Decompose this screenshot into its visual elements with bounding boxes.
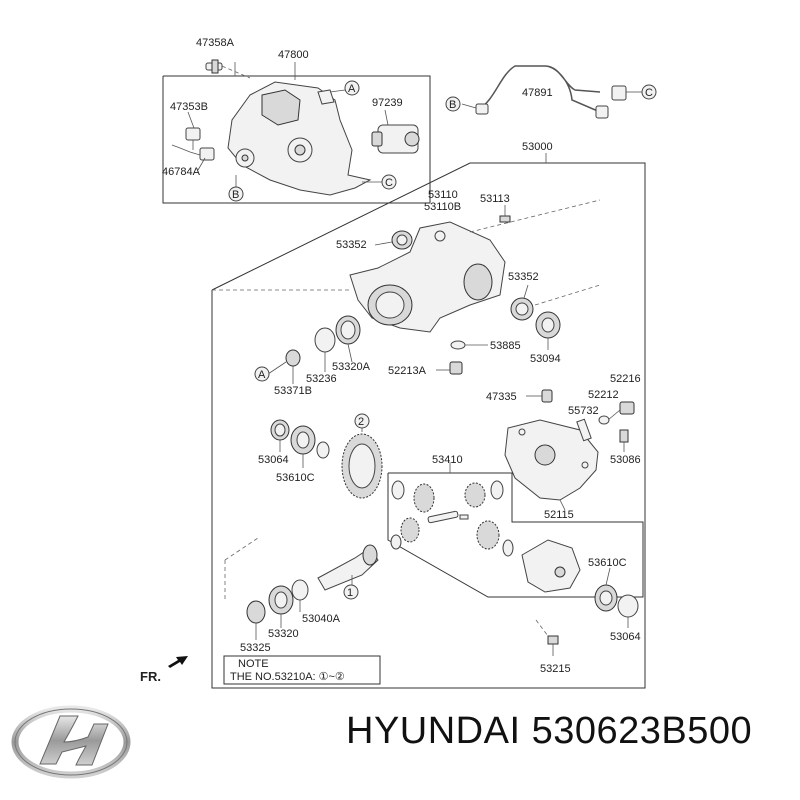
front-direction-marker: FR. <box>140 656 188 684</box>
callout-53885: 53885 <box>490 340 521 352</box>
assembly-marker-a: A <box>258 369 266 381</box>
harness-marker-b: B <box>449 99 456 111</box>
callout-53352-right: 53352 <box>508 271 539 283</box>
note-heading: NOTE <box>238 658 269 670</box>
callout-47800: 47800 <box>278 49 309 61</box>
callout-97239: 97239 <box>372 97 403 109</box>
callout-53110: 53110 <box>428 189 458 201</box>
sensor-47353B <box>185 127 201 150</box>
callout-47353B: 47353B <box>170 101 208 113</box>
connector-46784A <box>171 144 215 161</box>
callout-53000: 53000 <box>522 141 553 153</box>
front-arrow-icon <box>168 656 188 668</box>
harness-marker-c: C <box>645 87 653 99</box>
callout-53086: 53086 <box>610 454 641 466</box>
callout-47891: 47891 <box>522 87 553 99</box>
assembly-frame <box>211 162 646 689</box>
differential-case <box>521 539 581 593</box>
part-caption: HYUNDAI 530623B500 <box>346 710 753 752</box>
callout-52213A: 52213A <box>388 365 427 377</box>
wiring-harness-group: B C 47891 <box>445 65 657 119</box>
marker-b: B <box>232 189 239 201</box>
callout-53325: 53325 <box>240 642 271 654</box>
callout-52212: 52212 <box>588 389 619 401</box>
callout-53215: 53215 <box>540 663 571 675</box>
rear-differential-assembly: 53000 <box>211 141 646 689</box>
callout-46784A: 46784A <box>162 166 201 178</box>
callout-53371B: 53371B <box>274 385 312 397</box>
callout-55732: 55732 <box>568 405 599 417</box>
transfer-case-group: A B C 47358A 47800 47353B 97239 46784A <box>162 37 431 204</box>
marker-c: C <box>385 177 393 189</box>
callout-52115: 52115 <box>544 509 574 521</box>
callout-47335: 47335 <box>486 391 517 403</box>
callout-53040A: 53040A <box>302 613 341 625</box>
callout-53610C-left: 53610C <box>276 472 315 484</box>
callout-52216: 52216 <box>610 373 641 385</box>
callout-53410: 53410 <box>432 454 463 466</box>
transfer-case-frame <box>162 75 431 204</box>
index-one: 1 <box>347 587 353 599</box>
callout-53094: 53094 <box>530 353 561 365</box>
callout-53320A: 53320A <box>332 361 371 373</box>
differential-gear-frame <box>387 472 644 598</box>
callout-53064-left: 53064 <box>258 454 289 466</box>
callout-53064-right: 53064 <box>610 631 641 643</box>
front-label: FR. <box>140 669 161 684</box>
callout-53320: 53320 <box>268 628 299 640</box>
note-box <box>223 655 381 685</box>
callout-53610C-right: 53610C <box>588 557 627 569</box>
index-two: 2 <box>358 416 364 428</box>
bolt-47358A <box>205 59 223 74</box>
callout-53110B: 53110B <box>424 201 461 213</box>
hyundai-logo <box>11 705 131 779</box>
callout-53113: 53113 <box>480 193 510 205</box>
callout-53236: 53236 <box>306 373 337 385</box>
callout-47358A: 47358A <box>196 37 235 49</box>
marker-a: A <box>348 83 356 95</box>
actuator-97239 <box>371 124 420 154</box>
note-text: THE NO.53210A: ①~② <box>230 671 345 683</box>
callout-53352-left: 53352 <box>336 239 367 251</box>
